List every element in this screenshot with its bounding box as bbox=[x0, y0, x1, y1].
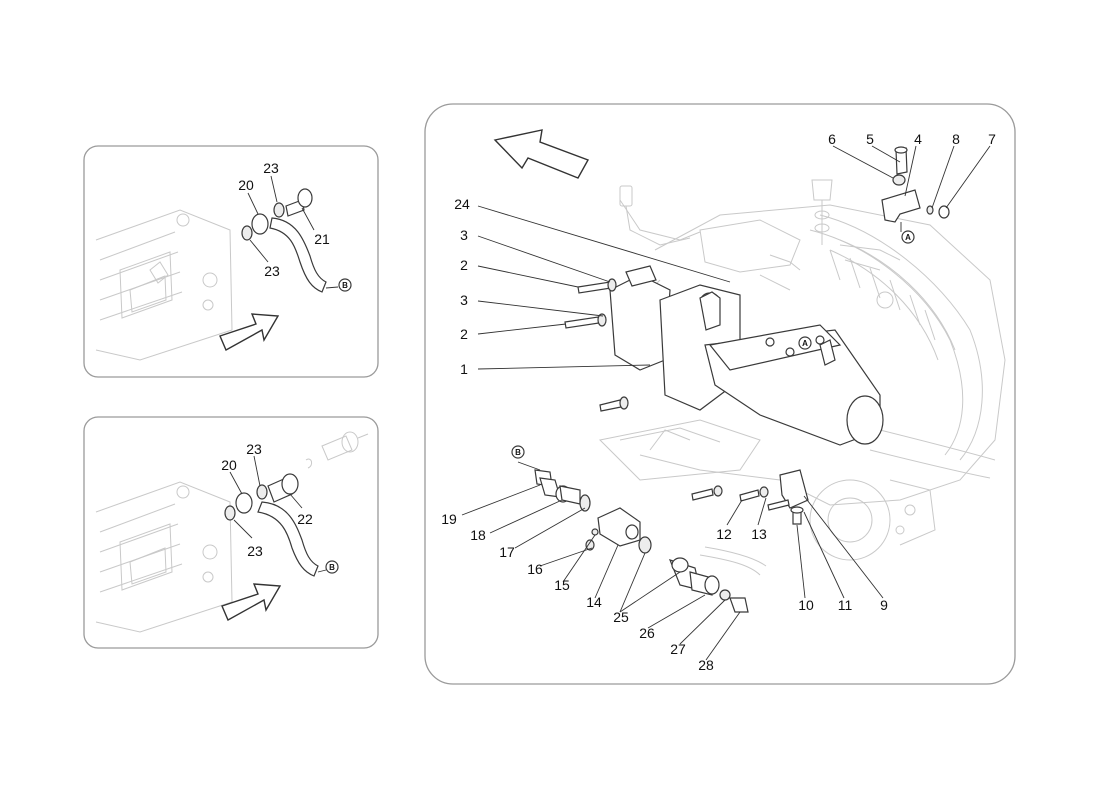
callout: 14 bbox=[586, 594, 602, 610]
callout: 23 bbox=[247, 543, 263, 559]
hose bbox=[257, 501, 319, 577]
callout: 3 bbox=[460, 227, 468, 243]
callout: 24 bbox=[454, 196, 470, 212]
callout: 19 bbox=[441, 511, 457, 527]
callout: 23 bbox=[246, 441, 262, 457]
callout: 11 bbox=[838, 597, 853, 613]
callout: 2 bbox=[460, 326, 468, 342]
hose bbox=[269, 217, 327, 293]
direction-arrow bbox=[493, 129, 590, 179]
direction-arrow bbox=[221, 583, 282, 621]
marker-b-label: B bbox=[515, 448, 521, 457]
marker-b bbox=[338, 278, 352, 292]
marker-a-label: A bbox=[802, 339, 808, 348]
marker-b-label: B bbox=[329, 563, 335, 572]
marker-a bbox=[901, 230, 915, 244]
actuator-assembly bbox=[609, 265, 884, 446]
callout: 15 bbox=[554, 577, 570, 593]
marker-a bbox=[798, 336, 812, 350]
callout: 7 bbox=[988, 131, 996, 147]
marker-b bbox=[325, 560, 339, 574]
panel-main: A A bbox=[424, 103, 1016, 685]
washer bbox=[273, 202, 285, 218]
callout: 26 bbox=[639, 625, 655, 641]
callout: 20 bbox=[221, 457, 237, 473]
callout: 28 bbox=[698, 657, 714, 673]
callout: 8 bbox=[952, 131, 960, 147]
callout: 10 bbox=[798, 597, 814, 613]
leader-lines bbox=[461, 145, 991, 661]
callout: 16 bbox=[527, 561, 543, 577]
callouts-main: 6 5 4 8 7 24 3 2 3 2 1 19 18 17 16 15 14… bbox=[441, 131, 996, 673]
callout: 3 bbox=[460, 292, 468, 308]
banjo-fitting bbox=[251, 213, 269, 235]
callout: 22 bbox=[297, 511, 313, 527]
callout: 23 bbox=[263, 160, 279, 176]
sensor-bracket bbox=[691, 469, 809, 525]
callout: 9 bbox=[880, 597, 888, 613]
callout: 20 bbox=[238, 177, 254, 193]
marker-b bbox=[511, 445, 525, 459]
panel-top-left: B 23 20 21 23 bbox=[83, 145, 379, 378]
bracket-assembly bbox=[881, 146, 950, 232]
callout: 18 bbox=[470, 527, 486, 543]
callout: 12 bbox=[716, 526, 732, 542]
callout: 13 bbox=[751, 526, 767, 542]
washer bbox=[241, 225, 253, 241]
marker-b-label: B bbox=[342, 281, 348, 290]
direction-arrow bbox=[219, 313, 280, 351]
callout: 21 bbox=[314, 231, 330, 247]
washer bbox=[256, 484, 268, 500]
washer bbox=[224, 505, 236, 521]
callout: 5 bbox=[866, 131, 874, 147]
callout: 2 bbox=[460, 257, 468, 273]
sensor-ghost bbox=[305, 431, 369, 469]
callout: 27 bbox=[670, 641, 686, 657]
gearbox-outline-ghost bbox=[95, 481, 233, 633]
panel-bottom-left: B 23 20 22 23 bbox=[83, 416, 379, 649]
callout: 25 bbox=[613, 609, 629, 625]
callout: 4 bbox=[914, 131, 922, 147]
bolt-set bbox=[564, 278, 629, 412]
banjo-fitting bbox=[235, 492, 253, 514]
callout: 1 bbox=[460, 361, 468, 377]
callout: 23 bbox=[264, 263, 280, 279]
callout: 6 bbox=[828, 131, 836, 147]
pressure-sensor-stack bbox=[517, 461, 767, 613]
gearbox-outline-ghost bbox=[95, 209, 233, 361]
marker-a-label: A bbox=[905, 233, 911, 242]
callout: 17 bbox=[499, 544, 515, 560]
